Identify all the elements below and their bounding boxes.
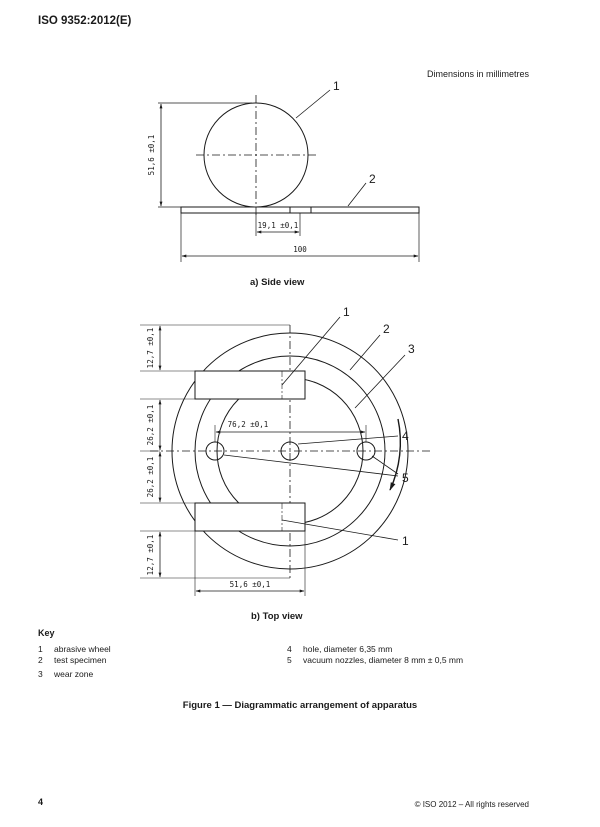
dimensions-note: Dimensions in millimetres bbox=[426, 69, 529, 79]
top-dim-upper-mid: 26,2 ±0,1 bbox=[146, 405, 155, 446]
top-view-drawing bbox=[140, 316, 430, 596]
side-callout-1: 1 bbox=[333, 79, 340, 93]
key-item-label: test specimen bbox=[54, 655, 107, 665]
page-number: 4 bbox=[38, 797, 44, 807]
key-item-number: 4 bbox=[287, 644, 292, 654]
key-item-number: 2 bbox=[38, 655, 43, 665]
side-dim-offset: 19,1 ±0,1 bbox=[258, 221, 299, 230]
top-callout-1-lower: 1 bbox=[402, 534, 409, 548]
standard-id: ISO 9352:2012(E) bbox=[38, 15, 132, 27]
side-view-caption: a) Side view bbox=[250, 277, 305, 288]
key-item-label: hole, diameter 6,35 mm bbox=[303, 644, 393, 654]
top-callout-5: 5 bbox=[402, 471, 409, 485]
top-wheel-upper bbox=[194, 370, 306, 400]
copyright-notice: © ISO 2012 – All rights reserved bbox=[414, 800, 529, 809]
key-item-number: 3 bbox=[38, 669, 43, 679]
key-title: Key bbox=[38, 628, 55, 638]
top-center-hole bbox=[280, 441, 300, 461]
top-dim-lower-mid: 26,2 ±0,1 bbox=[146, 457, 155, 498]
key-item-number: 1 bbox=[38, 644, 43, 654]
key-item: 2 test specimen bbox=[38, 655, 106, 665]
top-dim-bottom-left: 12,7 ±0,1 bbox=[146, 535, 155, 576]
side-callout-2: 2 bbox=[369, 172, 376, 186]
top-callout-3: 3 bbox=[408, 342, 415, 356]
key-item: 1 abrasive wheel bbox=[38, 644, 111, 654]
key-item-label: abrasive wheel bbox=[54, 644, 111, 654]
top-dim-wheel-width: 51,6 ±0,1 bbox=[230, 580, 271, 589]
key-item-label: vacuum nozzles, diameter 8 mm ± 0,5 mm bbox=[303, 655, 464, 665]
top-callout-1: 1 bbox=[343, 305, 350, 319]
top-dim-nozzle-spacing: 76,2 ±0,1 bbox=[228, 420, 269, 429]
key-item-label: wear zone bbox=[54, 669, 94, 679]
key-item: 3 wear zone bbox=[38, 669, 93, 679]
figure-caption: Figure 1 — Diagrammatic arrangement of a… bbox=[182, 700, 418, 711]
side-specimen-plate bbox=[180, 206, 420, 214]
key-item: 4 hole, diameter 6,35 mm bbox=[287, 644, 392, 654]
side-dim-length: 100 bbox=[293, 245, 307, 254]
key-item: 5 vacuum nozzles, diameter 8 mm ± 0,5 mm bbox=[287, 655, 463, 665]
top-callout-2: 2 bbox=[383, 322, 390, 336]
top-callout-4: 4 bbox=[402, 429, 409, 443]
key-item-number: 5 bbox=[287, 655, 292, 665]
side-view-drawing bbox=[158, 89, 420, 262]
top-view-caption: b) Top view bbox=[251, 611, 303, 622]
top-dim-top-left: 12,7 ±0,1 bbox=[146, 328, 155, 369]
side-dim-wheel-diameter: 51,6 ±0,1 bbox=[147, 135, 156, 176]
top-wheel-lower bbox=[194, 502, 306, 532]
